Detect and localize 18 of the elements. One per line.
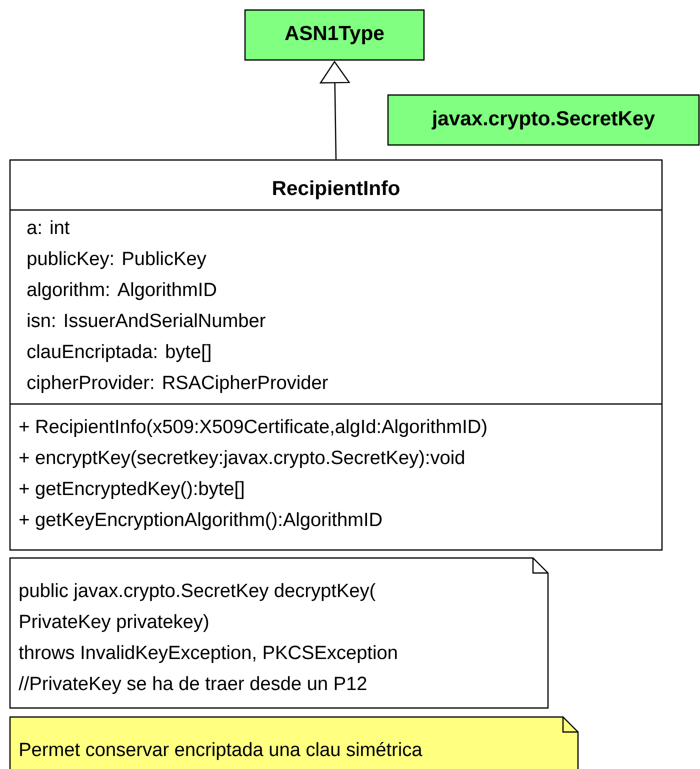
attribute: a: int — [27, 220, 70, 234]
attribute: publicKey: PublicKey — [28, 251, 206, 269]
note-text: Permet conservar encriptada una clau simétrica — [20, 742, 422, 760]
note-text: //PrivateKey se ha de traer desde un P12 — [18, 676, 366, 694]
attribute: clauEncriptada: byte[] — [27, 344, 210, 362]
note-text: public javax.crypto.SecretKey decryptKey( — [20, 583, 376, 601]
method: + getKeyEncryptionAlgorithm():AlgorithmID — [20, 512, 382, 530]
attribute: isn: IssuerAndSerialNumber — [28, 313, 266, 328]
note-text: throws InvalidKeyException, PKCSException — [18, 645, 397, 663]
class-name: RecipientInfo — [273, 180, 400, 200]
method: + RecipientInfo(x509:X509Certificate,algId:AlgorithmID) — [20, 419, 486, 437]
attribute: algorithm: AlgorithmID — [27, 282, 216, 300]
class-box: ASN1Type — [244, 9, 425, 61]
attribute: cipherProvider: RSACipherProvider — [27, 375, 328, 393]
class-box: javax.crypto.SecretKey — [387, 94, 700, 146]
method: + getEncryptedKey():byte[] — [20, 481, 244, 499]
note-text: PrivateKey privatekey) — [20, 614, 208, 632]
method: + encryptKey(secretkey:javax.crypto.SecretKey):void — [20, 450, 464, 468]
